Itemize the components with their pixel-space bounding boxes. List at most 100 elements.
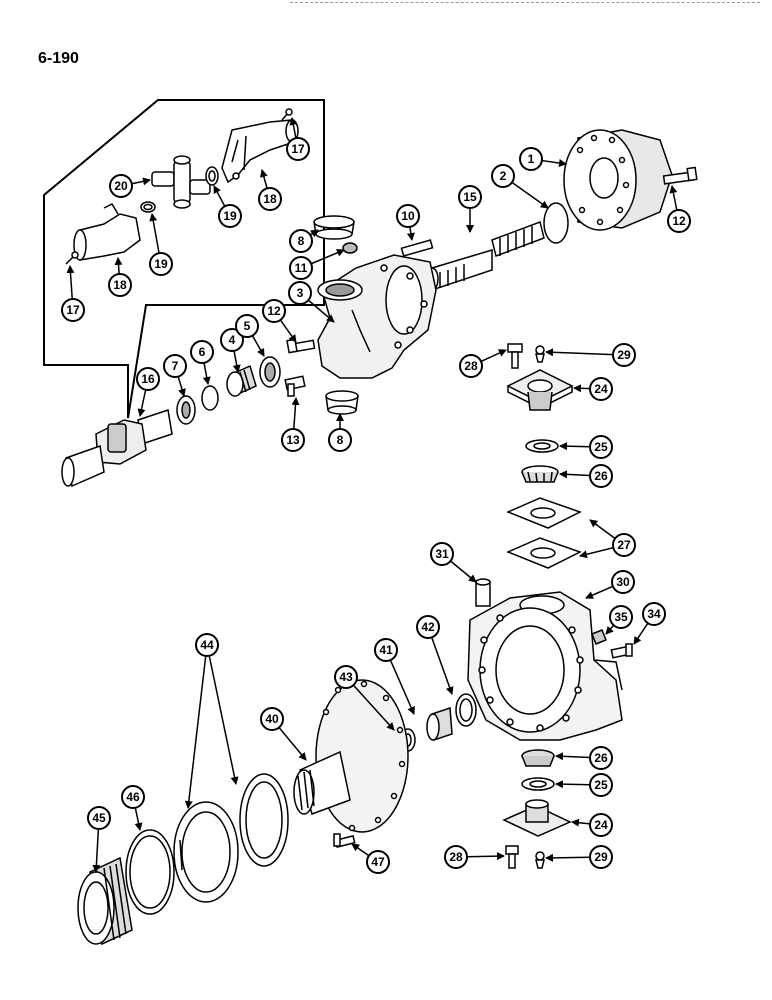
callout-leader-c12a [669,185,678,211]
nut-part-35 [591,629,607,645]
bushing-part-8-upper [313,215,355,240]
o-ring-part-2 [543,202,569,244]
callout-label-c19a: 19 [223,209,237,223]
callout-label-c12a: 12 [672,214,686,228]
callout-label-c31: 31 [435,547,449,561]
callout-circle-c17a [286,137,310,161]
callout-label-c29b: 29 [594,850,608,864]
callout-c44: 44 [184,633,239,809]
callout-circle-c28a [459,354,483,378]
callout-c26a: 26 [559,464,613,488]
grease-fitting-part-29-upper [535,345,545,363]
callout-leader-c34 [633,622,649,645]
callout-label-c17b: 17 [66,303,80,317]
callout-label-c12b: 12 [267,304,281,318]
callout-c15: 15 [458,185,482,233]
callout-leader-c27-b [579,546,614,559]
callout-leader-c47 [351,843,370,857]
callout-circle-c35 [609,605,633,629]
shim-part-27-upper [506,497,582,529]
callout-leader-c27 [589,519,616,540]
ring-part-6 [201,385,219,411]
callout-leader-c29a [545,348,614,357]
callout-label-c43: 43 [339,670,353,684]
stud-part-47 [333,833,356,848]
kingpin-cap-part-24-lower [502,799,572,837]
callout-c28b: 28 [444,845,505,869]
callout-c28a: 28 [459,349,507,378]
callout-circle-c45 [87,806,111,830]
callout-leader-c18b [114,257,123,275]
callout-label-c46: 46 [126,790,140,804]
callout-leader-c19b [149,213,160,254]
callout-circle-c12b [262,299,286,323]
callout-circle-c25b [589,773,613,797]
callout-circle-c16 [136,367,160,391]
inset-cross-part-20 [151,155,211,209]
callout-circle-c18b [108,273,132,297]
callout-leader-c13 [291,397,300,430]
bearing-cup-part-42 [455,693,477,727]
callout-leader-c26a [559,470,591,479]
callout-c26b: 26 [555,746,613,770]
callout-c30: 30 [585,570,635,599]
seal-part-25-upper [525,439,559,453]
callout-c8a: 8 [289,229,319,253]
tapered-bearing-part-26-upper [521,465,559,483]
seal-part-7 [176,395,196,425]
callout-c40: 40 [260,707,307,761]
callout-c25a: 25 [559,435,613,459]
callout-c25b: 25 [555,773,613,797]
inset-yoke-part-18-upper [221,119,299,184]
callout-label-c5: 5 [244,319,251,333]
callout-leader-c42 [431,637,454,695]
callout-c27: 27 [579,519,636,559]
callout-layer: 1234567881011121213151617171818191920242… [61,117,691,874]
callout-circle-c10 [396,204,420,228]
u-joint-assembly-part-16 [61,409,173,488]
callout-label-c20: 20 [114,179,128,193]
callout-circle-c44 [195,633,219,657]
callout-leader-c17b [66,265,75,300]
callout-c24b: 24 [571,813,613,837]
bolt-part-28-lower [505,845,519,869]
seal-part-5 [259,356,281,388]
callout-label-c4: 4 [229,333,236,347]
callout-label-c19b: 19 [154,257,168,271]
callout-leader-c3 [307,299,335,323]
callout-c46: 46 [121,785,145,831]
callout-label-c26b: 26 [594,751,608,765]
callout-leader-c45 [92,828,101,873]
callout-leader-c10 [406,226,415,241]
callout-circle-c46 [121,785,145,809]
inset-bolt-17-upper [281,108,293,121]
shim-part-27-lower [506,537,582,569]
callout-circle-c47 [366,850,390,874]
callout-label-c27: 27 [617,538,631,552]
callout-c1: 1 [519,147,567,171]
callout-circle-c34 [642,602,666,626]
stud-part-10 [400,239,434,257]
callout-c24a: 24 [573,377,613,401]
callout-circle-c1 [519,147,543,171]
callout-circle-c24b [589,813,613,837]
callout-c29b: 29 [545,845,613,869]
callout-label-c40: 40 [265,712,279,726]
callout-circle-c40 [260,707,284,731]
callout-c19a: 19 [213,185,242,228]
callout-c5: 5 [235,314,265,357]
callout-circle-c3 [288,281,312,305]
callout-c3: 3 [288,281,335,323]
callout-label-c8b: 8 [337,433,344,447]
callout-c29a: 29 [545,343,636,367]
inset-snap-ring-19-upper [205,166,219,186]
callout-circle-c6 [190,340,214,364]
callout-c35: 35 [605,605,633,635]
callout-leader-c6 [202,362,211,385]
axle-housing-part-3 [317,254,437,379]
callout-leader-c12b [279,319,297,343]
callout-circle-c29a [612,343,636,367]
bolt-part-34 [610,643,633,659]
callout-leader-c17a [289,117,298,139]
bearing-cone-part-41 [426,706,453,742]
